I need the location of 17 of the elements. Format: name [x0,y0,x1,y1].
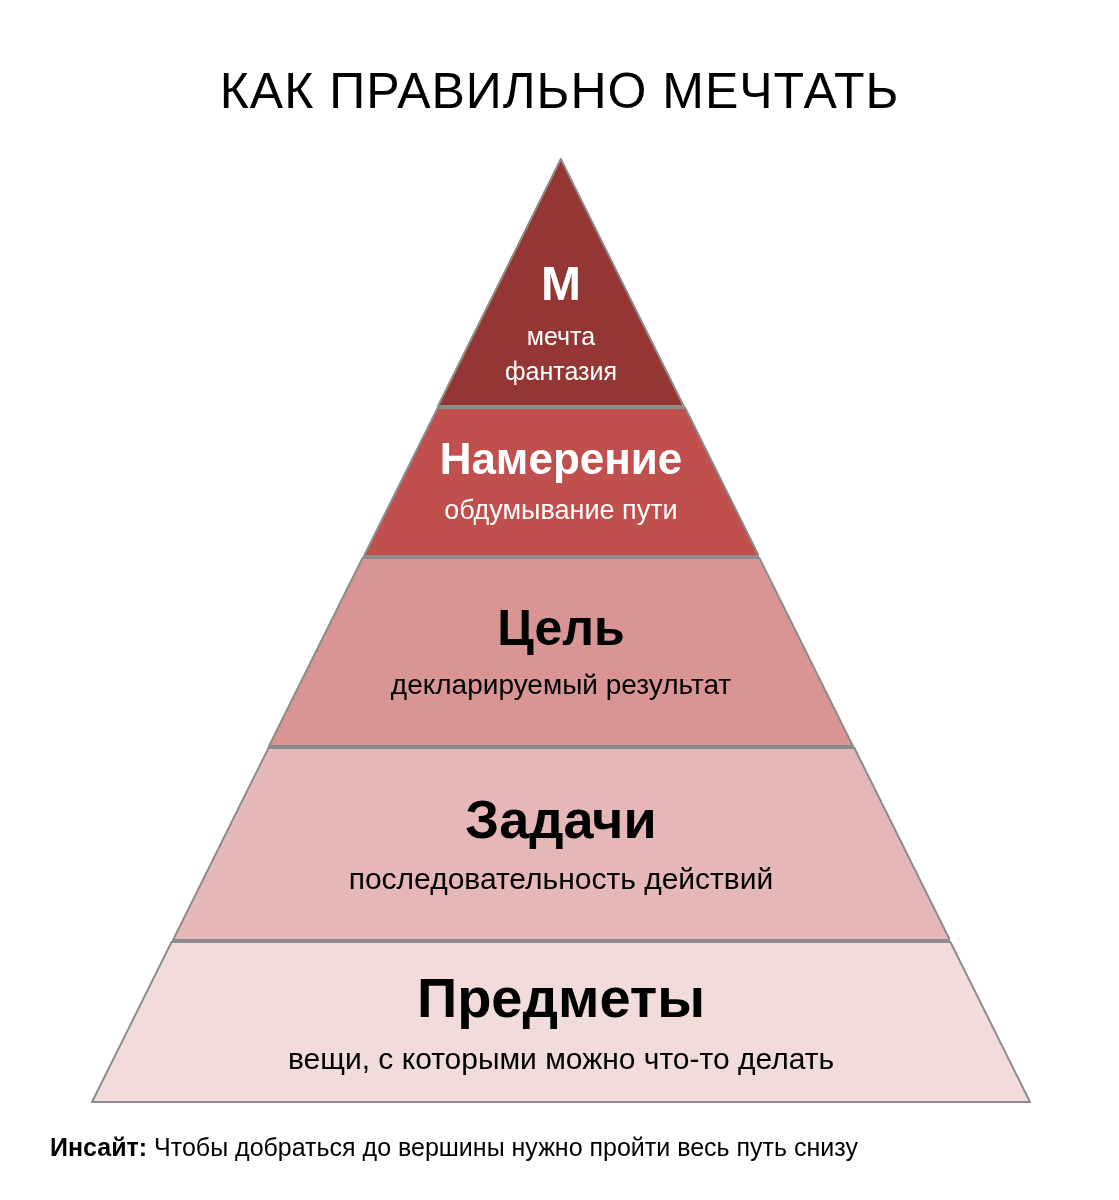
pyramid-tier [362,407,760,557]
tier-description: декларируемый результат [390,668,732,703]
pyramid-tier [437,158,685,407]
pyramid-tier [171,747,951,941]
diagram-title: КАК ПРАВИЛЬНО МЕЧТАТЬ [218,62,901,120]
tier-description: вещи, с которыми можно что-то делать [287,1040,835,1077]
tier-heading: Намерение [439,434,683,485]
tier-heading: М [541,256,581,311]
pyramid-tier [268,557,854,747]
tier-description: мечта фантазия [503,321,618,387]
note-text: Инсайт: Чтобы добраться до вершины нужно пройти весь путь снизу [50,1133,858,1162]
tier-description: последовательность действий [348,861,774,897]
tier-heading: Цель [497,599,625,658]
tier-heading: Предметы [416,964,706,1030]
pyramid-tier [91,941,1031,1103]
tier-description: обдумывание пути [444,494,678,528]
tier-heading: Задачи [465,788,657,850]
